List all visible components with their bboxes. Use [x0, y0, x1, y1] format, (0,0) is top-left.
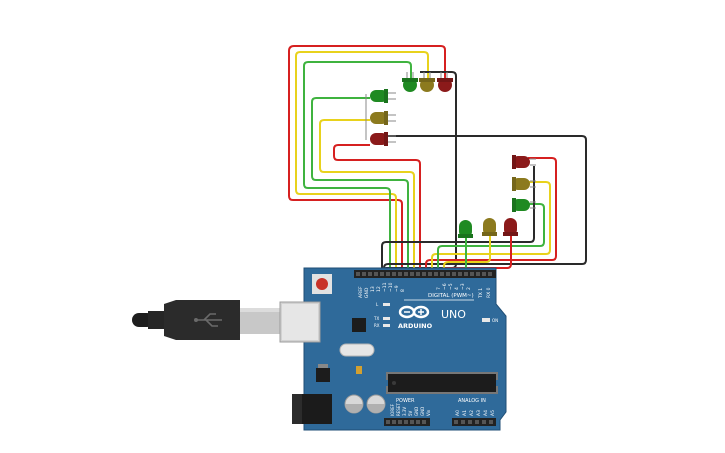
digital-pin-labels: AREF GND 13 12 ~11 ~10 ~9 8 7 ~6 ~5 4 ~3… [358, 282, 492, 299]
analog-pin-labels: A0 A1 A2 A3 A4 A5 [455, 410, 496, 416]
led-green-left[interactable] [370, 89, 396, 103]
brand-text: ARDUINO [398, 322, 433, 330]
crystal [339, 343, 375, 357]
wire-yellow-left-light[interactable] [319, 119, 415, 272]
led-label-on: ON [492, 318, 498, 323]
pin-label-aref: AREF [358, 286, 364, 298]
capacitors [344, 394, 386, 414]
pin-label-10: ~10 [388, 282, 394, 292]
microcontroller-chip [386, 372, 498, 394]
wires [288, 45, 587, 273]
analog-label-a4: A4 [483, 410, 489, 416]
traffic-light-left [365, 89, 396, 146]
pin-label-12: 12 [376, 286, 382, 292]
pin-label-7: 7 [436, 287, 442, 290]
power-header-title: POWER [396, 398, 415, 404]
pin-label-gnd: GND [364, 287, 370, 298]
led-red-right[interactable] [512, 155, 536, 169]
power-label-3v3: 3.3V [402, 407, 407, 416]
analog-header-title: ANALOG IN [458, 398, 486, 404]
wire-red-top-light[interactable] [288, 45, 446, 272]
pin-label-2: 2 [466, 287, 472, 290]
led-red-bottom[interactable] [503, 218, 518, 236]
wire-yellow-top-light[interactable] [295, 51, 429, 272]
led-green-right[interactable] [512, 198, 536, 212]
arduino-logo-icon [398, 305, 430, 319]
wire-black-left-light[interactable] [383, 135, 587, 272]
led-red-top[interactable] [437, 72, 453, 92]
analog-header [452, 418, 496, 426]
analog-label-a5: A5 [490, 410, 496, 416]
pin-label-4: 4 [454, 287, 460, 290]
pin-label-1: TX 1 [478, 288, 484, 299]
power-label-reset: RESET [396, 403, 401, 416]
pin-label-0: RX 0 [486, 287, 492, 298]
power-label-vin: Vin [426, 409, 431, 416]
traffic-light-bottom [458, 218, 518, 238]
digital-header-pins [356, 272, 492, 276]
pin-label-5: ~5 [448, 283, 454, 290]
arduino-uno-board[interactable]: AREF GND 13 12 ~11 ~10 ~9 8 7 ~6 ~5 4 ~3… [279, 267, 507, 431]
led-label-rx: RX [374, 323, 380, 328]
traffic-light-top [402, 72, 453, 92]
pin-label-9: ~9 [394, 285, 400, 292]
power-label-ioref: IOREF [390, 403, 395, 416]
wire-black-right-light[interactable] [381, 166, 535, 272]
wire-red-left-light[interactable] [333, 144, 421, 272]
wire-green-right-light[interactable] [437, 203, 545, 272]
pin-label-11: ~11 [382, 282, 388, 292]
led-label-tx: TX [373, 316, 379, 321]
led-red-left[interactable] [370, 132, 396, 146]
pin-label-8: 8 [400, 289, 406, 292]
analog-label-a2: A2 [469, 410, 475, 416]
led-yellow-bottom[interactable] [482, 218, 497, 236]
power-label-5v: 5V [408, 410, 413, 416]
power-label-gnd1: GND [414, 407, 419, 416]
analog-label-a3: A3 [476, 410, 482, 416]
led-yellow-right[interactable] [512, 177, 536, 191]
led-green-top[interactable] [402, 72, 418, 92]
power-pin-labels: IOREF RESET 3.3V 5V GND GND Vin [390, 403, 431, 416]
pin-label-6: ~6 [442, 283, 448, 290]
wire-green-left-light[interactable] [311, 97, 409, 272]
led-yellow-left[interactable] [370, 111, 396, 125]
traffic-light-right [512, 155, 536, 212]
usb-icon [196, 313, 222, 327]
pin-label-3: ~3 [460, 283, 466, 290]
wire-green-top-light[interactable] [303, 61, 412, 272]
model-text: UNO [441, 308, 466, 321]
led-green-bottom[interactable] [458, 220, 473, 238]
digital-header-title: DIGITAL (PWM~) [428, 293, 474, 299]
wire-yellow-right-light[interactable] [431, 181, 551, 272]
power-label-gnd2: GND [420, 407, 425, 416]
usb-chip [352, 318, 366, 332]
analog-label-a0: A0 [455, 410, 461, 416]
usb-cable[interactable] [132, 300, 282, 340]
led-yellow-top[interactable] [419, 72, 435, 92]
wire-red-right-light[interactable] [425, 157, 557, 272]
pin-label-13: 13 [370, 286, 376, 292]
status-leds: L TX RX ON [373, 302, 498, 328]
analog-label-a1: A1 [462, 410, 468, 416]
led-label-l: L [376, 302, 379, 307]
voltage-regulator [316, 368, 330, 382]
